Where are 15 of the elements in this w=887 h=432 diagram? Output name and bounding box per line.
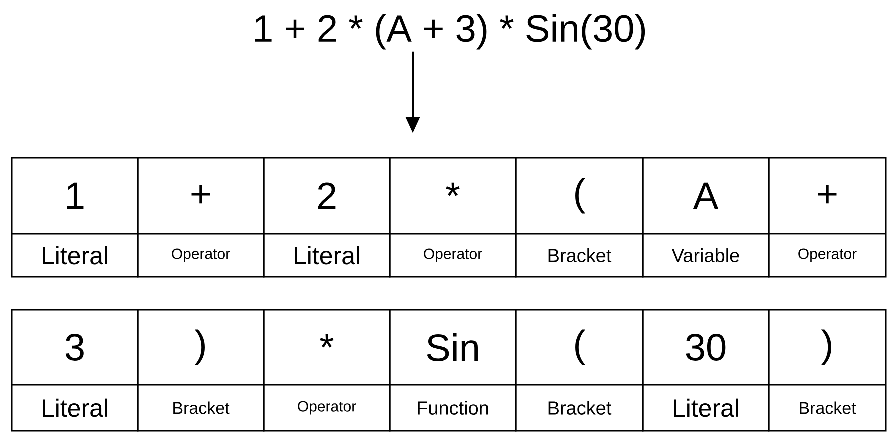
token-cell: + Operator: [768, 157, 887, 278]
token-cell: ( Bracket: [515, 157, 644, 278]
token-cell: 2 Literal: [263, 157, 391, 278]
token-cell: 3 Literal: [11, 309, 139, 432]
token-cell: + Operator: [137, 157, 265, 278]
token-cell: * Operator: [389, 157, 517, 278]
token-cell: Sin Function: [389, 309, 517, 432]
token-cell: ( Bracket: [515, 309, 644, 432]
token-cell: 30 Literal: [642, 309, 770, 432]
token-cell: ) Bracket: [137, 309, 265, 432]
token-cell: * Operator: [263, 309, 391, 432]
token-cell: ) Bracket: [768, 309, 887, 432]
token-cell: 1 Literal: [11, 157, 139, 278]
token-cell: A Variable: [642, 157, 770, 278]
expression-text: 1 + 2 * (A + 3) * Sin(30): [255, 14, 646, 50]
